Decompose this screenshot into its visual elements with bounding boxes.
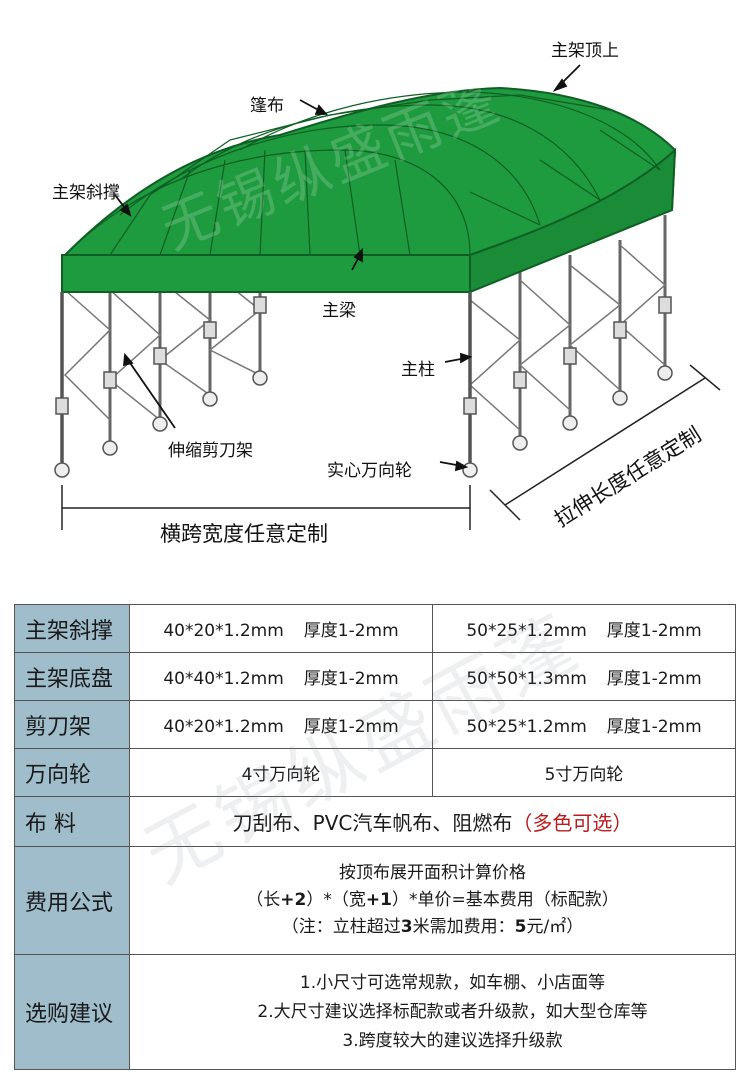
spec-left: 4寸万向轮 — [129, 748, 433, 797]
label-scissor-frame: 伸缩剪刀架 — [168, 441, 253, 461]
row-header: 万向轮 — [14, 748, 130, 797]
label-main-column: 主柱 — [401, 360, 435, 380]
dimension-lines — [61, 364, 721, 530]
row-header: 费用公式 — [14, 846, 130, 955]
cost-formula: 按顶布展开面积计算价格 （长+2）*（宽+1）*单价=基本费用（标配款） （注：… — [129, 846, 736, 955]
advice-item: 3.跨度较大的建议选择升级款 — [342, 1030, 563, 1051]
label-main-beam: 主梁 — [322, 301, 356, 321]
column-joints — [55, 296, 672, 415]
advice-item: 1.小尺寸可选常规款，如车棚、小店面等 — [299, 972, 606, 993]
purchase-advice: 1.小尺寸可选常规款，如车棚、小店面等 2.大尺寸建议选择标配款或者升级款，如大… — [129, 954, 736, 1070]
fabric-accent: （多色可选） — [512, 811, 633, 835]
roof-truss — [64, 91, 661, 256]
tent-illustration — [54, 64, 721, 530]
table-row: 万向轮 4寸万向轮 5寸万向轮 — [14, 748, 736, 797]
table-row-advice: 选购建议 1.小尺寸可选常规款，如车棚、小店面等 2.大尺寸建议选择标配款或者升… — [14, 954, 736, 1070]
row-header: 主架底盘 — [14, 652, 130, 701]
row-header: 选购建议 — [14, 954, 130, 1070]
label-canopy-cloth: 篷布 — [250, 96, 284, 116]
label-main-frame-brace: 主架斜撑 — [52, 183, 120, 203]
canopy-front — [61, 254, 471, 293]
callout-arrows — [114, 64, 581, 472]
row-header: 布 料 — [14, 796, 130, 847]
spec-right: 5寸万向轮 — [432, 748, 736, 797]
tent-diagram: 无锡纵盛雨蓬 主架顶上 篷布 主架斜撑 主梁 主柱 伸缩剪刀架 实心万向轮 横跨… — [52, 41, 721, 546]
row-header: 主架斜撑 — [14, 604, 130, 653]
front-columns — [60, 292, 472, 465]
canopy-side — [469, 147, 677, 294]
label-span-width: 横跨宽度任意定制 — [160, 522, 328, 546]
fabric-options: 刀刮布、PVC汽车帆布、阻燃布（多色可选） — [129, 796, 736, 847]
label-main-frame-top: 主架顶上 — [551, 41, 619, 61]
wheels — [54, 365, 673, 478]
row-header: 剪刀架 — [14, 700, 130, 749]
scissor-bars-right — [468, 244, 667, 431]
table-row-fabric: 布 料 刀刮布、PVC汽车帆布、阻燃布（多色可选） — [14, 796, 736, 847]
table-row-cost: 费用公式 按顶布展开面积计算价格 （长+2）*（宽+1）*单价=基本费用（标配款… — [14, 846, 736, 955]
advice-item: 2.大尺寸建议选择标配款或者升级款，如大型仓库等 — [257, 1001, 648, 1022]
label-solid-wheel: 实心万向轮 — [327, 461, 412, 481]
